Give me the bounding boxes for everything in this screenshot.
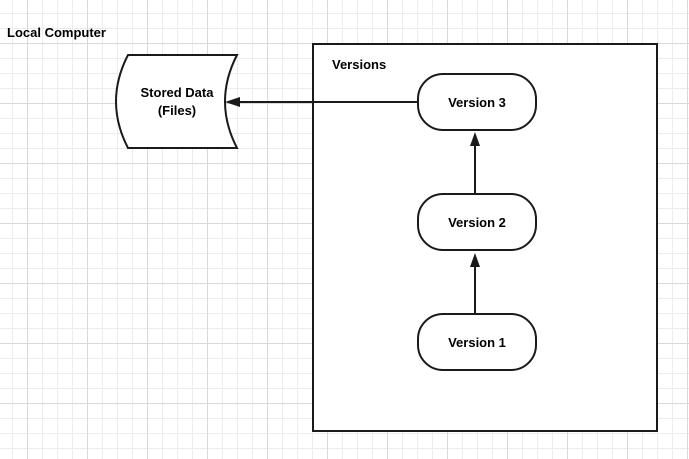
version-2-node: Version 2	[417, 193, 537, 251]
stored-data-outline	[115, 54, 239, 149]
version-1-label: Version 1	[448, 334, 506, 350]
version-1-node: Version 1	[417, 313, 537, 371]
stored-data-label: Stored Data (Files)	[140, 84, 214, 118]
version-3-label: Version 3	[448, 94, 506, 110]
local-computer-label: Local Computer	[7, 25, 106, 40]
stored-data-shape	[115, 54, 239, 149]
version-3-node: Version 3	[417, 73, 537, 131]
version-2-label: Version 2	[448, 214, 506, 230]
versions-container-label: Versions	[332, 57, 387, 72]
